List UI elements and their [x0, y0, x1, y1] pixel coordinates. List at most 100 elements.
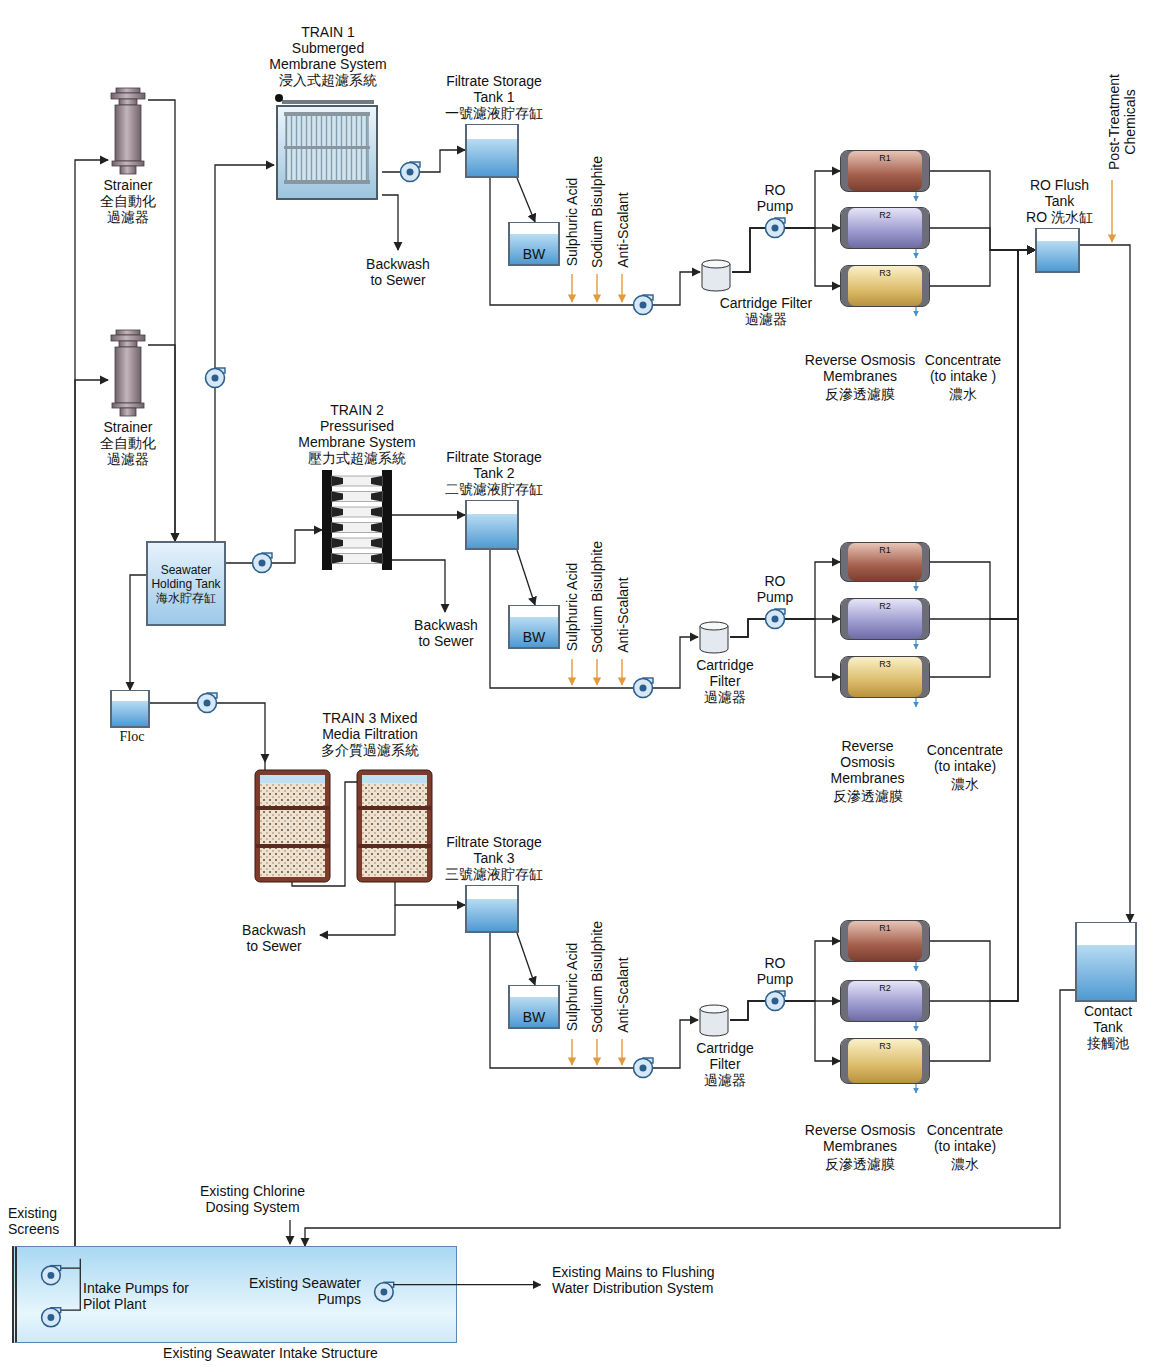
annotation-label: Existing Chlorine Dosing System [190, 1183, 315, 1215]
node-heading: RO 洗水缸 [1019, 209, 1101, 225]
text-group: R3 [841, 657, 929, 697]
pump-symbol [766, 609, 786, 629]
filtrate-tank: Filtrate Storage Tank 3三號濾液貯存缸 [465, 885, 519, 933]
text-group: R2 [841, 208, 929, 248]
backwash-line [320, 195, 445, 935]
flush-tank: RO Flush TankRO 洗水缸 [1035, 228, 1080, 273]
text-group: R3 [841, 1039, 929, 1083]
node-heading: Floc [102, 729, 162, 745]
pipe-connector [732, 171, 840, 272]
node-heading: RO Flush Tank [1019, 177, 1101, 209]
pipe-connector [930, 250, 1035, 619]
ro-vessel: R2 [840, 598, 930, 640]
ro-vessel: R3 [840, 656, 930, 698]
pipe-connector [730, 1001, 840, 1020]
node-text: R2 [843, 983, 927, 994]
node-text: R1 [843, 545, 927, 556]
pump-symbol [634, 678, 654, 698]
pipe-connector [930, 250, 1035, 619]
text-group: TRAIN 1 Submerged Membrane System浸入式超濾系統 [269, 24, 387, 88]
node-heading: TRAIN 2 Pressurised Membrane System [298, 402, 416, 450]
text-group: Cartridge Filter過濾器 [687, 1040, 763, 1088]
annotation-label: 濃水 [922, 776, 1008, 792]
annotation-label: 濃水 [922, 1156, 1008, 1172]
annotation-label: 反滲透濾膜 [795, 386, 925, 402]
chemical-dosing-arrow [621, 1039, 622, 1065]
node-heading: Cartridge Filter [687, 657, 763, 689]
node-heading: 壓力式超濾系統 [298, 450, 416, 466]
node-text: BW [512, 629, 556, 645]
text-group: TRAIN 2 Pressurised Membrane System壓力式超濾… [298, 402, 416, 466]
node-heading: Cartridge Filter [711, 295, 821, 311]
shape-outline [108, 330, 148, 416]
chemical-dosing-arrow [621, 659, 622, 685]
pipe-connector [930, 250, 1035, 286]
annotation-label: Backwash to Sewer [362, 256, 434, 288]
pipe-connector [517, 550, 535, 605]
pipe-connector [517, 933, 535, 985]
text-group: Intake Pumps for Pilot Plant [28, 1258, 203, 1333]
text-group: Existing Seawater Pumps [235, 1268, 363, 1313]
ro-vessel: R1 [840, 920, 930, 962]
chemical-dosing-arrow [1111, 180, 1112, 242]
pump-symbol [206, 368, 226, 388]
filtrate-tank: Filtrate Storage Tank 1一號濾液貯存缸 [465, 124, 519, 178]
node-text: R1 [843, 923, 927, 934]
annotation-label: 反滲透濾膜 [820, 788, 915, 804]
text-group: RO Flush TankRO 洗水缸 [1019, 177, 1101, 225]
annotation-label: Existing Mains to Flushing Water Distrib… [552, 1264, 752, 1296]
text-group: Strainer全自動化 過濾器 [92, 177, 164, 225]
dosing-label: Anti-Scalant [614, 577, 630, 652]
node-heading: Filtrate Storage Tank 3 [434, 834, 554, 866]
pipe-connector [732, 228, 840, 272]
dosing-label: Sodium Bisulphite [589, 921, 605, 1033]
pump-symbol [634, 1058, 654, 1078]
backwash-line [382, 195, 398, 250]
node-heading: 三號濾液貯存缸 [434, 866, 554, 882]
pipe-connector [930, 250, 1035, 677]
annotation-label: Backwash to Sewer [410, 617, 482, 649]
pipe-connector [130, 575, 146, 690]
node-heading: 一號濾液貯存缸 [434, 105, 554, 121]
pipe-connector [215, 165, 274, 541]
dosing-label: Sulphuric Acid [564, 178, 580, 267]
pipe-connector [730, 941, 840, 1020]
node-heading: Contact Tank [1072, 1003, 1144, 1035]
annotation-label: Concentrate (to intake) [922, 1122, 1008, 1154]
node-text: R1 [843, 153, 927, 164]
text-group: Seawater Holding Tank海水貯存缸 [148, 543, 224, 624]
pump-group: Intake Pumps for Pilot Plant [28, 1258, 203, 1333]
node-heading: Strainer [92, 419, 164, 435]
shape-outline [108, 88, 148, 174]
node-text: Seawater Holding Tank [150, 563, 222, 591]
text-group: R1 [841, 151, 929, 191]
pump-symbol [401, 162, 421, 182]
text-group: Contact Tank接觸池 [1072, 1003, 1144, 1051]
node-heading: Cartridge Filter [687, 1040, 763, 1072]
chemical-dosing-arrow [572, 180, 1112, 1065]
annotation-label: Backwash to Sewer [238, 922, 310, 954]
strainer: Strainer全自動化 過濾器 [108, 88, 148, 174]
text-group: R1 [841, 921, 929, 961]
dosing-label: Sodium Bisulphite [589, 541, 605, 653]
pipe-connector [1080, 245, 1130, 922]
node-text: BW [512, 1009, 556, 1025]
text-group: Floc [102, 729, 162, 745]
annotation-label: 反滲透濾膜 [795, 1156, 925, 1172]
strainer: Strainer全自動化 過濾器 [108, 330, 148, 416]
contact-tank: Contact Tank接觸池 [1075, 922, 1137, 1002]
node-heading: 過濾器 [687, 689, 763, 705]
annotation-label: Reverse Osmosis Membranes [795, 352, 925, 384]
text-group: Cartridge Filter過濾器 [687, 657, 763, 705]
media-filter: TRAIN 3 Mixed Media Filtration多介質過濾系統 [250, 762, 435, 887]
pipe-connector [930, 228, 1035, 250]
node-text: BW [512, 246, 556, 262]
filtrate-tank: Filtrate Storage Tank 2二號濾液貯存缸 [465, 500, 519, 550]
chlorine-dosing-arrow [289, 1220, 290, 1244]
node-text: Existing Seawater Pumps [237, 1275, 361, 1307]
annotation-label: Reverse Osmosis Membranes [820, 738, 915, 786]
text-group: Strainer全自動化 過濾器 [92, 419, 164, 467]
pipe-connector [305, 990, 1075, 1246]
pump-symbol [766, 218, 786, 238]
